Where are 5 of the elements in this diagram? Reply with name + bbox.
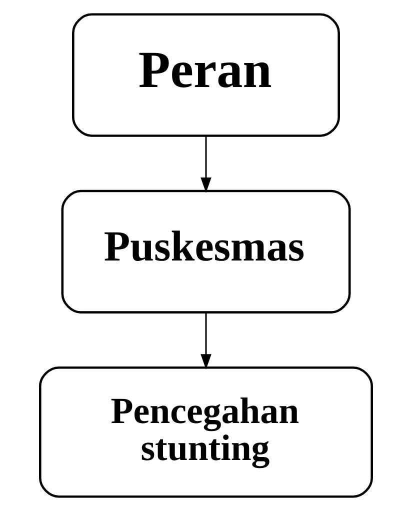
- node-box: Puskesmas: [61, 190, 351, 314]
- arrow: [200, 312, 212, 370]
- arrow: [200, 136, 212, 193]
- node-box: Peran: [72, 13, 340, 137]
- node-box: Pencegahan stunting: [39, 366, 373, 498]
